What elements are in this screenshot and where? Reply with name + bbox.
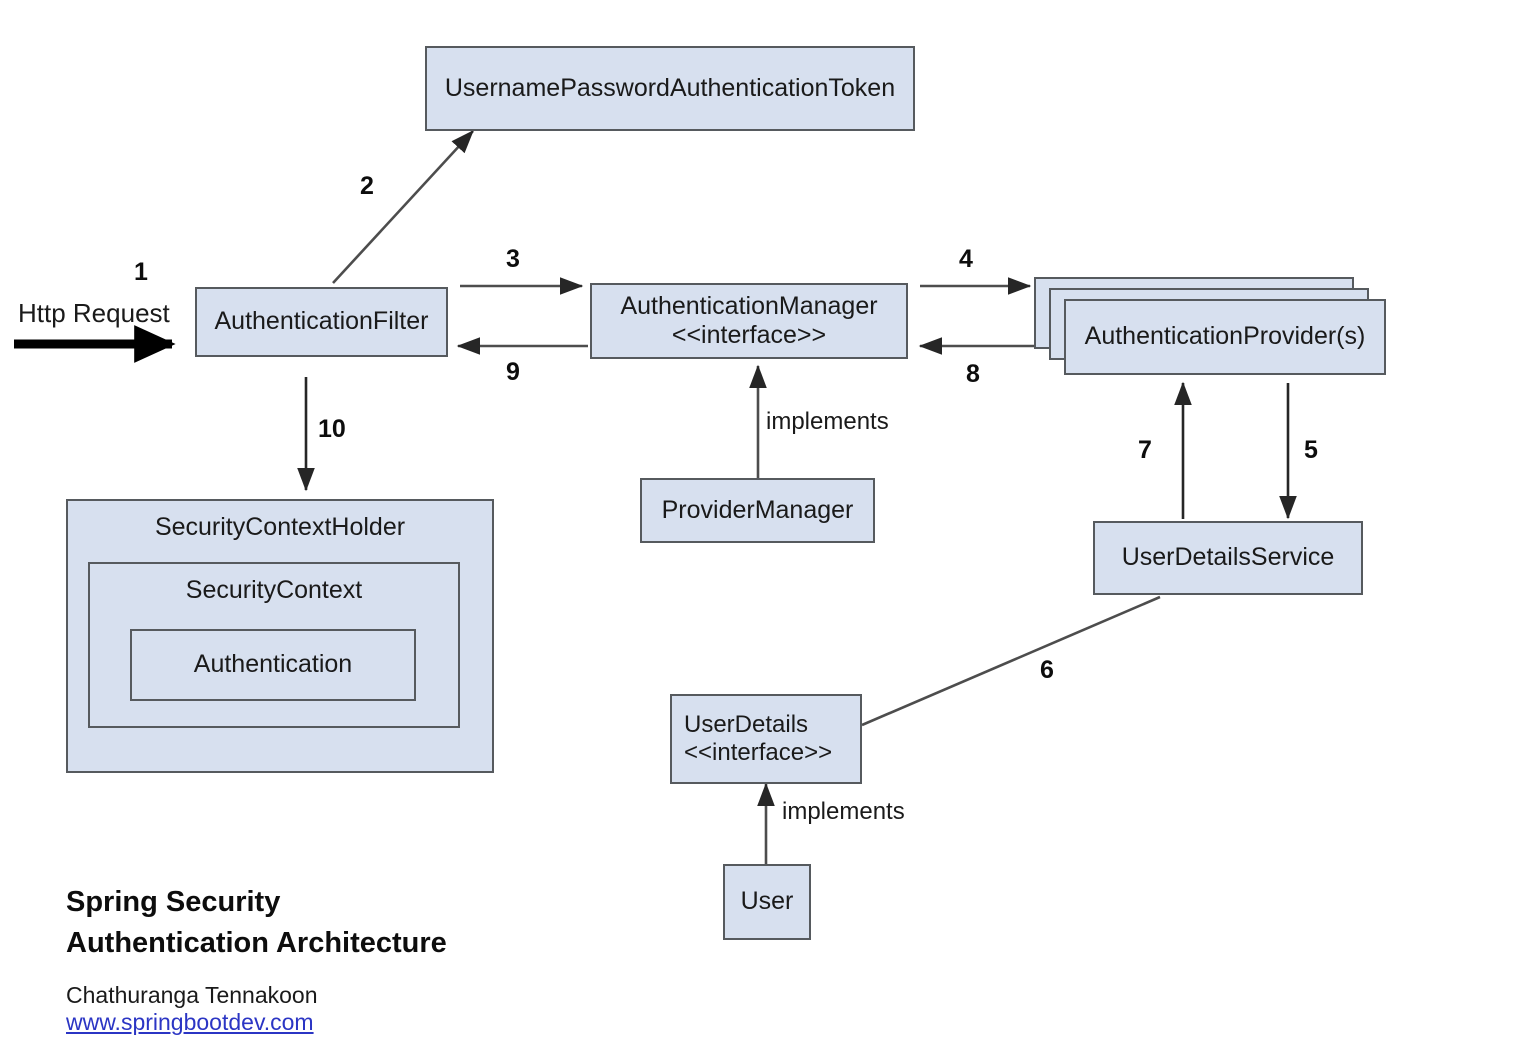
title-block: Spring Security Authentication Architect… [66, 882, 447, 1036]
step-number-10: 10 [318, 415, 346, 443]
label-implements-provider-manager: implements [766, 408, 889, 435]
step-number-7: 7 [1138, 436, 1152, 464]
author-name: Chathuranga Tennakoon [66, 982, 318, 1009]
node-authentication-filter[interactable]: AuthenticationFilter [195, 287, 448, 357]
page-title-line-2: Authentication Architecture [66, 927, 447, 960]
line-step-6 [861, 595, 1161, 727]
node-provider-manager[interactable]: ProviderManager [640, 478, 875, 543]
node-user[interactable]: User [723, 864, 811, 940]
security-context-label: SecurityContext [185, 576, 363, 604]
step-number-4: 4 [959, 245, 973, 273]
node-username-password-authentication-token[interactable]: UsernamePasswordAuthenticationToken [425, 46, 915, 131]
step-number-3: 3 [506, 245, 520, 273]
step-number-2: 2 [360, 172, 374, 200]
label-implements-user-details: implements [782, 798, 905, 825]
node-user-details[interactable]: UserDetails <<interface>> [670, 694, 862, 784]
step-number-1: 1 [134, 258, 148, 286]
step-number-9: 9 [506, 358, 520, 386]
security-context-holder-label: SecurityContextHolder [154, 513, 406, 541]
node-authentication[interactable]: Authentication [130, 629, 416, 701]
label-http-request: Http Request [18, 298, 170, 328]
page-title-line-1: Spring Security [66, 886, 281, 918]
step-number-8: 8 [966, 360, 980, 388]
node-authentication-manager[interactable]: AuthenticationManager <<interface>> [590, 283, 908, 359]
node-authentication-provider[interactable]: AuthenticationProvider(s) [1064, 299, 1386, 375]
node-user-details-service[interactable]: UserDetailsService [1093, 521, 1363, 595]
step-number-5: 5 [1304, 436, 1318, 464]
step-number-6: 6 [1040, 656, 1054, 684]
arrow-step-2 [332, 130, 474, 284]
website-link[interactable]: www.springbootdev.com [66, 1009, 314, 1036]
